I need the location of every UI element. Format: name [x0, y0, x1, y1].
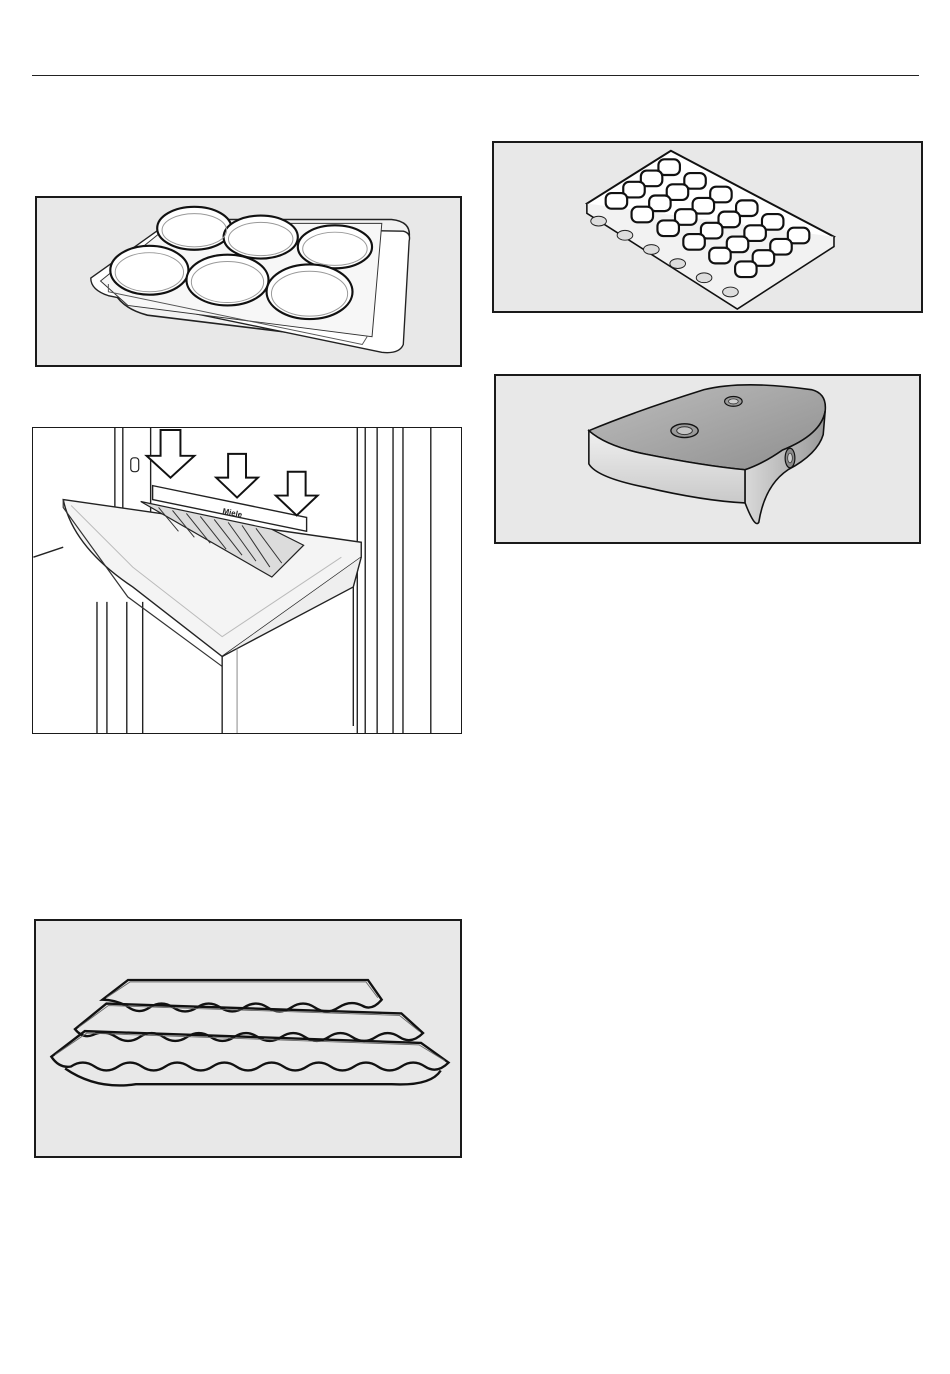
bottle-rack-figure: [34, 919, 462, 1158]
bottle-rack-illustration-icon: [36, 921, 460, 1156]
egg-tray-figure: [35, 196, 462, 367]
tray-leg: [670, 259, 686, 269]
tray-leg: [723, 287, 739, 297]
ice-cube-cell: [657, 220, 678, 236]
ice-cube-cell: [606, 193, 627, 209]
tray-leg: [644, 245, 660, 255]
tray-leg: [591, 216, 607, 226]
cooling-pack-illustration-icon: [496, 376, 919, 542]
ice-cube-cell: [683, 234, 704, 250]
cooling-pack-figure: [494, 374, 921, 544]
tray-leg: [696, 273, 712, 283]
egg-tray-illustration-icon: [37, 198, 460, 365]
ice-cube-cell: [735, 261, 756, 277]
ice-cube-cell: [709, 248, 730, 264]
door-shelf-divider-illustration-icon: Miele: [33, 428, 461, 733]
shelf-insert-figure: Miele: [32, 427, 462, 734]
ice-cube-cell: [632, 207, 653, 223]
tray-leg: [617, 230, 633, 240]
ice-cube-tray-illustration-icon: [494, 143, 921, 311]
header-rule: [32, 75, 919, 76]
ice-cube-tray-figure: [492, 141, 923, 313]
